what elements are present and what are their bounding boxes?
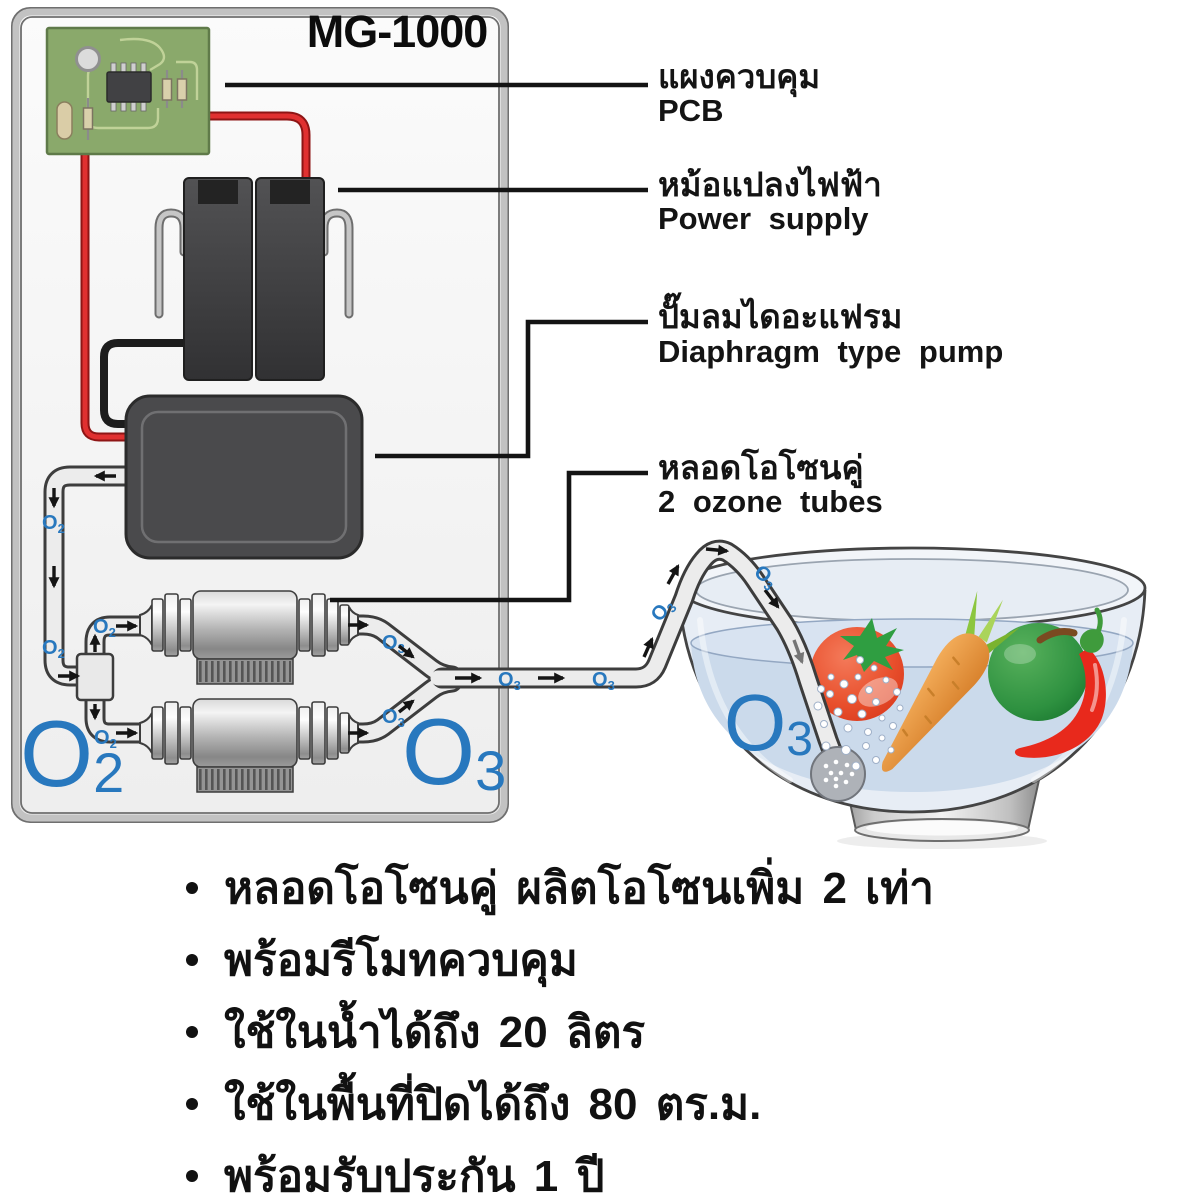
callout-power-eng: Power supply <box>658 201 869 236</box>
o3-big-label: O3 <box>402 699 506 804</box>
svg-text:O2: O2 <box>42 637 65 661</box>
bullet-item: พร้อมรีโมทควบคุม <box>186 924 934 996</box>
bullet-dot-icon <box>186 954 198 966</box>
callout-tubes-thai: หลอดโอโซนคู่ <box>658 448 864 489</box>
callout-pump: ปั๊มลมไดอะแฟรม Diaphragm type pump <box>658 292 1003 369</box>
bullet-item: หลอดโอโซนคู่ ผลิตโอโซนเพิ่ม 2 เท่า <box>186 852 934 924</box>
air-stone <box>810 746 866 802</box>
svg-text:O2: O2 <box>93 616 116 640</box>
svg-text:O3: O3 <box>498 669 521 693</box>
o2-flow-labels: O2 O2 O2 O2 <box>42 512 117 751</box>
feature-bullet-list: หลอดโอโซนคู่ ผลิตโอโซนเพิ่ม 2 เท่า พร้อม… <box>186 852 934 1200</box>
callout-ozone-tubes: หลอดโอโซนคู่ 2 ozone tubes <box>658 448 883 519</box>
bowl: O3 <box>677 546 1147 849</box>
bullet-dot-icon <box>186 1170 198 1182</box>
bubbles <box>813 656 904 771</box>
svg-text:O2: O2 <box>42 512 65 536</box>
callout-tubes-eng: 2 ozone tubes <box>658 484 883 519</box>
bullet-dot-icon <box>186 1098 198 1110</box>
bullet-dot-icon <box>186 1026 198 1038</box>
wires <box>80 111 311 442</box>
resistors <box>82 70 188 140</box>
model-label: MG-1000 <box>307 6 488 57</box>
green-fruit <box>988 623 1088 721</box>
callout-power-thai: หม้อแปลงไฟฟ้า <box>658 165 882 203</box>
bullet-item: ใช้ในน้ำได้ถึง 20 ลิตร <box>186 996 934 1068</box>
bullet-dot-icon <box>186 882 198 894</box>
t-junction <box>75 652 115 702</box>
carrot <box>881 590 1021 772</box>
pcb-board <box>45 26 211 156</box>
mounting-hole <box>75 46 101 72</box>
bullet-text: ใช้ในน้ำได้ถึง 20 ลิตร <box>224 1008 646 1057</box>
chili-pepper <box>1014 607 1106 758</box>
capacitor <box>56 101 73 140</box>
flow-arrows-bowl <box>455 544 805 684</box>
callout-pcb: แผงควบคุม PCB <box>658 58 820 128</box>
bullet-text: พร้อมรีโมทควบคุม <box>224 936 578 985</box>
svg-text:O3: O3 <box>592 669 615 693</box>
callout-pump-thai: ปั๊มลมไดอะแฟรม <box>658 292 902 335</box>
svg-text:O2: O2 <box>94 727 117 751</box>
ozone-generator-diagram: MG-1000 <box>11 6 1147 849</box>
ic-chip <box>106 62 152 112</box>
bullet-item: ใช้ในพื้นที่ปิดได้ถึง 80 ตร.ม. <box>186 1068 934 1140</box>
callout-pcb-thai: แผงควบคุม <box>658 58 820 98</box>
callout-leader-lines <box>225 82 648 603</box>
bullet-text: หลอดโอโซนคู่ ผลิตโอโซนเพิ่ม 2 เท่า <box>224 864 934 913</box>
svg-text:O3: O3 <box>382 706 405 730</box>
o3-bowl-label: O3 <box>724 678 813 767</box>
o2-big-label: O2 <box>20 701 124 806</box>
diaphragm-pump <box>124 394 364 560</box>
bullet-text: พร้อมรับประกัน 1 ปี <box>224 1152 605 1200</box>
bullet-item: พร้อมรับประกัน 1 ปี <box>186 1140 934 1200</box>
bullet-text: ใช้ในพื้นที่ปิดได้ถึง 80 ตร.ม. <box>224 1080 762 1129</box>
callout-power-supply: หม้อแปลงไฟฟ้า Power supply <box>658 165 882 236</box>
flow-arrows-device <box>48 470 415 739</box>
callout-pcb-eng: PCB <box>658 93 723 128</box>
power-supply <box>154 177 354 381</box>
callout-pump-eng: Diaphragm type pump <box>658 334 1003 369</box>
